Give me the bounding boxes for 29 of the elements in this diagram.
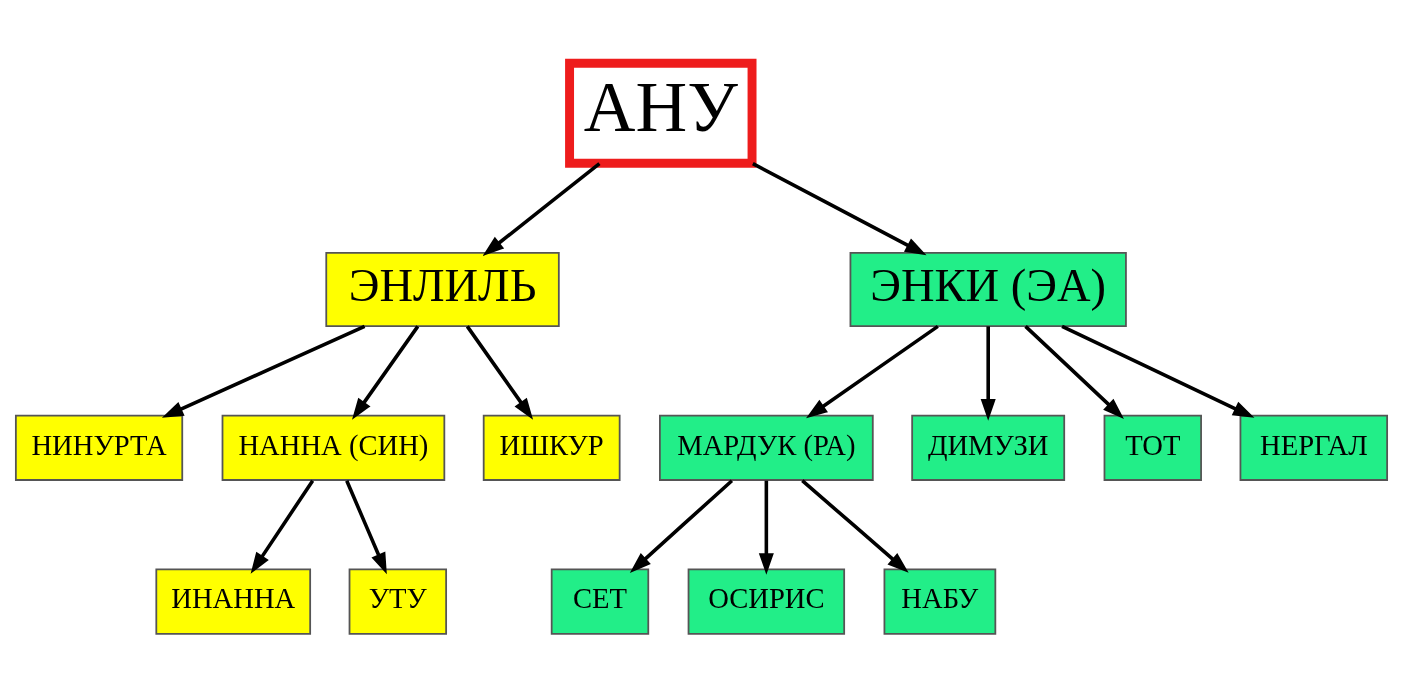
node-box: ТОТ (1103, 414, 1202, 481)
arrow (161, 324, 366, 418)
node-box: ЭНЛИЛЬ (325, 251, 560, 327)
arrow (806, 324, 939, 418)
arrow (980, 325, 996, 421)
node-box: МАРДУК (РА) (659, 414, 874, 481)
arrow (752, 161, 927, 255)
arrow (758, 480, 774, 575)
node-box: ИНАННА (155, 568, 312, 635)
arrow (352, 324, 420, 420)
node-box: ИШКУР (482, 414, 621, 481)
node-box: ОСИРИС (687, 568, 846, 635)
arrow (250, 479, 315, 574)
arrow (801, 478, 909, 573)
node-box: ЭНКИ (ЭА) (849, 251, 1127, 327)
node-box: ДИМУЗИ (911, 414, 1066, 481)
node-box: НАБУ (883, 568, 997, 635)
arrow (345, 479, 387, 574)
node-box: СЕТ (550, 568, 650, 635)
arrow (482, 161, 601, 256)
node-box: НЕРГАЛ (1239, 414, 1389, 481)
arrow (1061, 324, 1255, 418)
node-box: НИНУРТА (14, 414, 184, 481)
arrow (465, 324, 534, 420)
node-box: УТУ (348, 568, 447, 635)
node-box: НАННА (СИН) (221, 414, 446, 481)
arrow (1024, 324, 1124, 419)
arrow (629, 478, 734, 573)
node-box: АНУ (565, 58, 757, 168)
